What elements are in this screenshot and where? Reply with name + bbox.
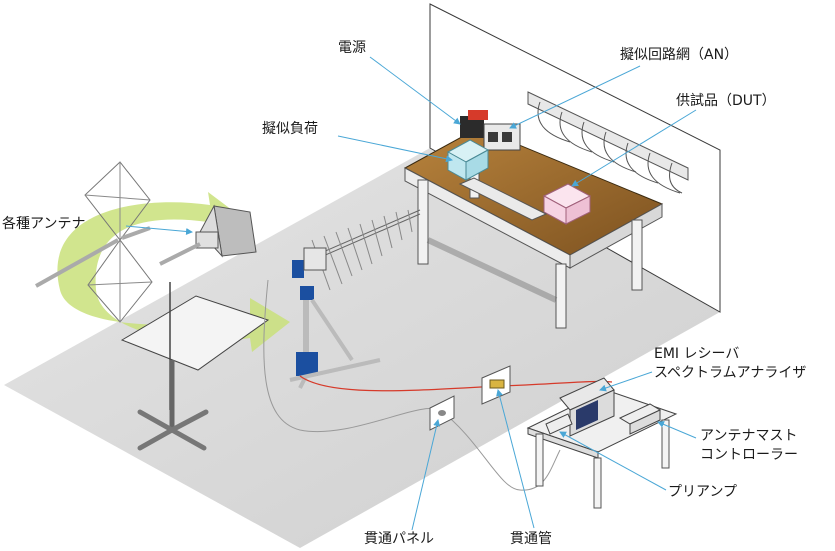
biconical-antenna — [35, 161, 153, 323]
mast-control-cable — [263, 279, 561, 491]
label-mast-controller-line1: アンテナマスト — [700, 428, 798, 444]
label-dut: 供試品（DUT） — [676, 93, 776, 109]
antenna-rotation-arrow — [57, 192, 290, 352]
power-supply-and-lisn — [460, 110, 521, 151]
dut-box — [542, 183, 592, 225]
label-preamp: プリアンプ — [668, 484, 738, 500]
label-feedthrough-panel: 貫通パネル — [364, 531, 434, 547]
label-lisn: 擬似回路網（AN） — [620, 47, 739, 63]
label-power-supply: 電源 — [338, 40, 366, 56]
cable-tray — [458, 177, 548, 221]
label-mast-controller-line2: コントローラー — [700, 447, 798, 463]
cable-rail — [527, 91, 689, 194]
feedthrough-pipe-shape — [481, 365, 511, 405]
leader-lines — [125, 56, 697, 531]
label-feedthrough-pipe: 貫通管 — [510, 531, 552, 547]
antenna-mast — [289, 247, 381, 389]
label-emi-receiver-line2: スペクトラムアナライザ — [654, 365, 807, 381]
antenna-stand — [120, 282, 270, 451]
preamp — [545, 413, 573, 435]
label-dummy-load: 擬似負荷 — [262, 121, 318, 137]
label-emi-receiver-line1: EMI レシーバ — [654, 346, 740, 362]
label-antennas: 各種アンテナ — [2, 216, 86, 232]
mast-controller — [618, 403, 662, 435]
horn-antenna — [159, 204, 257, 266]
